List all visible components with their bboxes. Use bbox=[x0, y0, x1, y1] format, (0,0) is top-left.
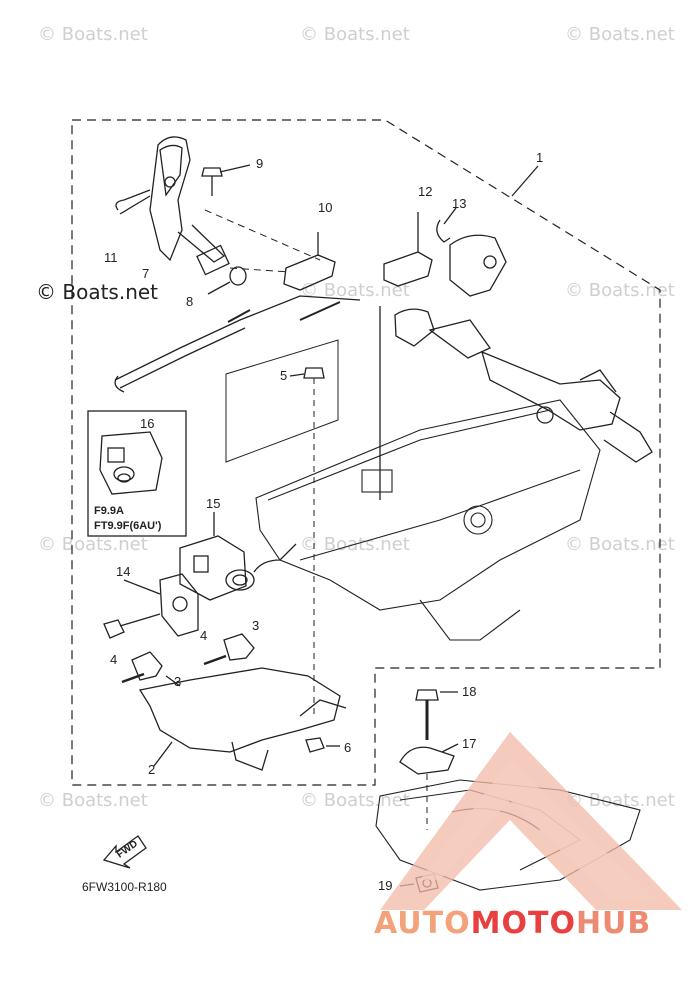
part16-model-line: FT9.9F(6AU') bbox=[94, 520, 162, 532]
cotter-pin-11 bbox=[115, 189, 151, 215]
callout-15: 15 bbox=[206, 496, 221, 511]
shift-lever-7 bbox=[149, 136, 230, 276]
callout-3: 3 bbox=[174, 674, 182, 689]
callout-14: 14 bbox=[116, 564, 131, 579]
callout-19: 19 bbox=[378, 878, 393, 893]
callout-3: 3 bbox=[252, 618, 260, 633]
o-ring-8 bbox=[229, 266, 247, 286]
engine-case bbox=[255, 399, 601, 641]
callout-11: 11 bbox=[104, 250, 118, 265]
cable-joint-12 bbox=[383, 212, 433, 287]
bracket-15 bbox=[179, 535, 297, 601]
bracket-16 bbox=[99, 431, 163, 495]
callout-4: 4 bbox=[110, 652, 118, 667]
logo-auto: AUTO bbox=[374, 906, 471, 941]
fwd-arrow-icon bbox=[102, 835, 147, 869]
clip-3 bbox=[131, 633, 255, 681]
part16-model-note: F9.9A FT9.9F(6AU') bbox=[94, 504, 161, 534]
callout-12: 12 bbox=[418, 184, 433, 199]
callout-16: 16 bbox=[140, 416, 155, 431]
watermark-text: © Boats.net bbox=[36, 280, 159, 304]
callout-9: 9 bbox=[256, 156, 264, 171]
bracket-plate-2 bbox=[138, 667, 347, 771]
callout-7: 7 bbox=[142, 266, 150, 281]
bolt-5 bbox=[303, 367, 325, 718]
bracket-14 bbox=[159, 573, 199, 637]
bolt-14 bbox=[103, 613, 161, 639]
watermark-text: © Boats.net bbox=[565, 280, 675, 301]
callout-18: 18 bbox=[462, 684, 477, 699]
watermark-text: © Boats.net bbox=[565, 24, 675, 45]
callout-6: 6 bbox=[344, 740, 352, 755]
assembly-boundary bbox=[71, 119, 661, 786]
screw-9 bbox=[201, 167, 223, 196]
part16-model-line: F9.9A bbox=[94, 505, 124, 517]
watermark-text: © Boats.net bbox=[38, 790, 148, 811]
callout-1: 1 bbox=[536, 150, 544, 165]
callout-8: 8 bbox=[186, 294, 194, 309]
clip-13 bbox=[436, 219, 451, 243]
logo-moto: MOTO bbox=[470, 906, 576, 941]
cable-joint-10 bbox=[283, 232, 336, 291]
callout-10: 10 bbox=[318, 200, 333, 215]
inset-box-16 bbox=[87, 410, 187, 537]
callout-2: 2 bbox=[148, 762, 156, 777]
watermark-text: © Boats.net bbox=[38, 534, 148, 555]
automotohub-logo-icon bbox=[380, 732, 682, 910]
watermark-text: © Boats.net bbox=[300, 24, 410, 45]
plate-17 bbox=[399, 746, 455, 775]
callout-13: 13 bbox=[452, 196, 467, 211]
diagram-code: 6FW3100-R180 bbox=[82, 880, 167, 894]
automotohub-wordmark: AUTOMOTOHUB bbox=[374, 906, 651, 941]
watermark-text: © Boats.net bbox=[300, 280, 410, 301]
bolt-18 bbox=[415, 689, 439, 740]
callout-5: 5 bbox=[280, 368, 288, 383]
callout-17: 17 bbox=[462, 736, 477, 751]
shift-linkage bbox=[394, 234, 653, 463]
nut-6 bbox=[305, 737, 325, 753]
shift-cable bbox=[114, 295, 361, 389]
pin-4 bbox=[121, 654, 227, 684]
watermark-text: © Boats.net bbox=[565, 534, 675, 555]
callout-4: 4 bbox=[200, 628, 208, 643]
logo-hub: HUB bbox=[575, 906, 652, 941]
watermark-text: © Boats.net bbox=[38, 24, 148, 45]
watermark-text: © Boats.net bbox=[565, 790, 675, 811]
